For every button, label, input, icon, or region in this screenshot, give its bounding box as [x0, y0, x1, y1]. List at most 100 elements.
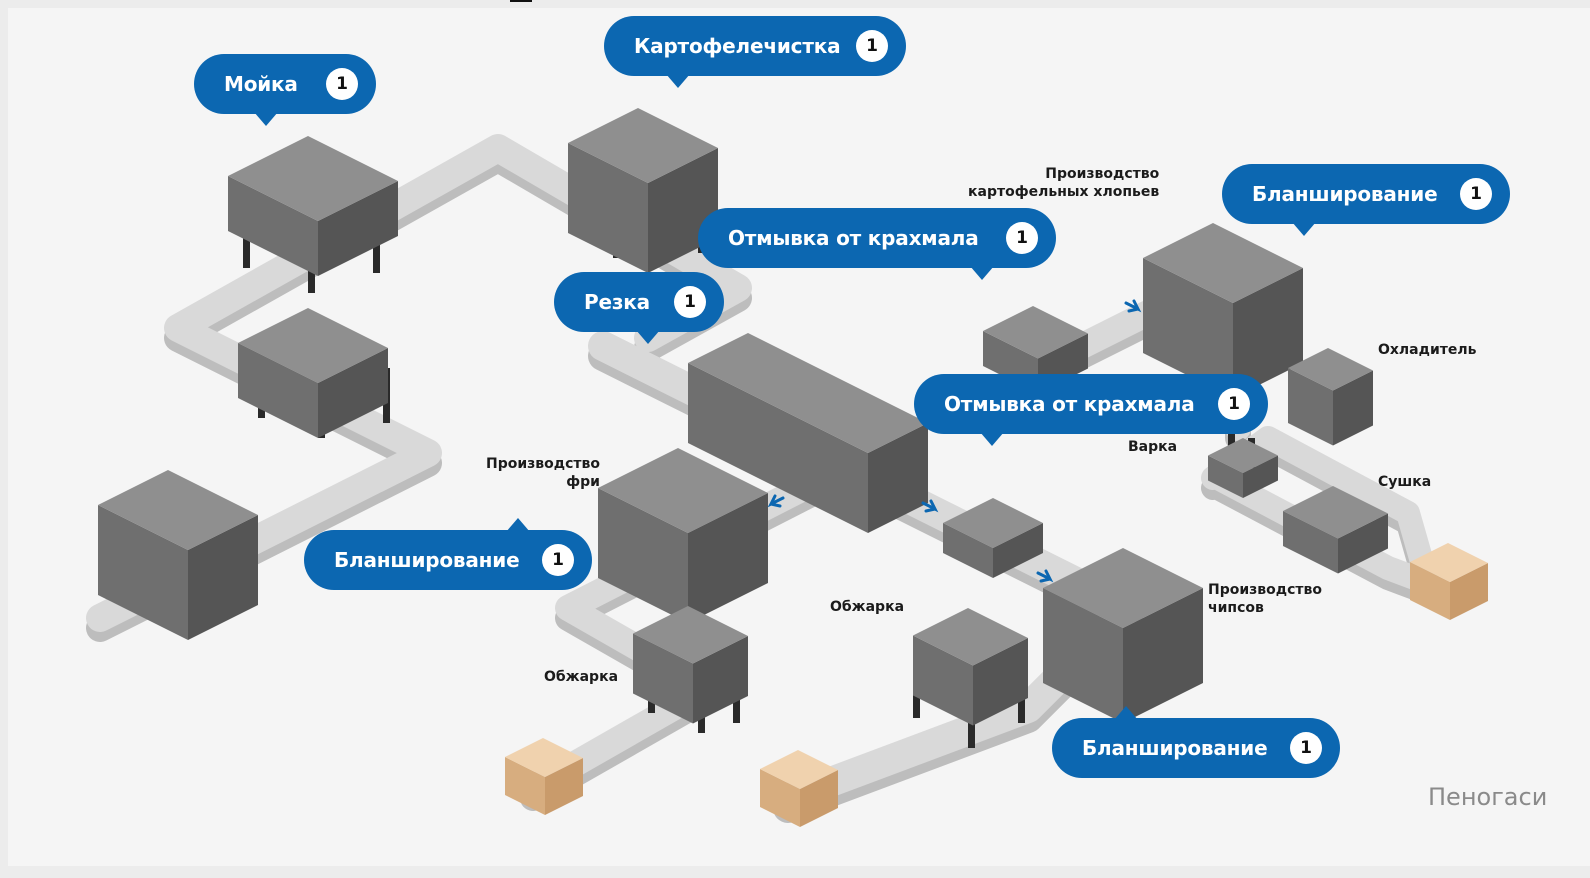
flow-arrow [1036, 569, 1054, 583]
callout-blanching-fries: Бланширование 1 [304, 518, 592, 592]
dryer-machine-top [1283, 486, 1388, 539]
label-flakes-production: Производство картофельных хлопьев [968, 166, 1160, 200]
cooler-machine [1288, 348, 1373, 446]
starch-wash-unit-left [943, 523, 993, 578]
cardboard-box [1410, 543, 1488, 620]
callout-pill: Картофелечистка 1 [604, 16, 906, 76]
chips-machine-top [1043, 548, 1203, 628]
callout-tail [636, 330, 660, 344]
callout-pill: Резка 1 [554, 272, 724, 332]
callout-blanching-flakes: Бланширование 1 [1222, 164, 1510, 238]
callout-badge: 1 [674, 286, 706, 318]
drum-machine-right [318, 348, 388, 438]
callout-text: Бланширование [1252, 182, 1438, 206]
diagram-canvas: Мойка 1 Картофелечистка 1 Отмывка от кра… [8, 8, 1590, 866]
callout-pill: Бланширование 1 [1222, 164, 1510, 224]
fryer-left [633, 606, 748, 724]
chips-machine [1043, 548, 1203, 723]
drum-machine-top [238, 308, 388, 383]
washer-machine-top [228, 136, 398, 221]
cardboard-box-left [1410, 562, 1450, 620]
cardboard-box [505, 738, 583, 815]
callout-text: Бланширование [334, 548, 520, 572]
drum-machine [238, 308, 388, 438]
callout-badge: 1 [326, 68, 358, 100]
fryer-mid-top [913, 608, 1028, 666]
starch-wash-unit [943, 498, 1043, 578]
dryer-machine-left [1283, 511, 1338, 574]
washer-machine-right [318, 181, 398, 276]
callout-tail [1114, 706, 1138, 720]
cutter-machine-top [688, 333, 928, 453]
cutter-machine-left [688, 363, 868, 533]
boiler-machine-left [1208, 455, 1243, 498]
flakes-machine-left [1143, 258, 1233, 398]
cardboard-box-top [760, 750, 838, 789]
cooler-machine-left [1288, 368, 1333, 446]
cardboard-box-top [505, 738, 583, 777]
boiler-machine-right [1243, 455, 1278, 498]
boiler-machine [1208, 438, 1278, 498]
callout-text: Отмывка от крахмала [728, 226, 979, 250]
flakes-machine-right [1233, 268, 1303, 398]
drum-machine-left [238, 343, 318, 438]
label-roasting-left: Обжарка [544, 669, 619, 685]
loader-machine-right [188, 515, 258, 640]
flakes-machine [1143, 223, 1303, 398]
callout-text: Отмывка от крахмала [944, 392, 1195, 416]
callout-starch-wash-top: Отмывка от крахмала 1 [698, 208, 1056, 282]
callout-washing: Мойка 1 [194, 54, 376, 128]
flakes-machine-top [1143, 223, 1303, 303]
dryer-machine-right [1338, 513, 1388, 574]
callout-blanching-chips: Бланширование 1 [1052, 706, 1340, 780]
callout-pill: Отмывка от крахмала 1 [914, 374, 1268, 434]
cooler-machine-top [1288, 348, 1373, 391]
flow-arrow [1124, 299, 1142, 313]
callout-text: Мойка [224, 72, 298, 96]
fryer-left-right [693, 636, 748, 724]
fries-machine [598, 448, 768, 623]
flakes-feeder-top [983, 306, 1088, 359]
cooler-machine-right [1333, 370, 1373, 446]
cardboard-box-left [505, 757, 545, 815]
cutter-machine-right [868, 423, 928, 533]
callout-tail [666, 74, 690, 88]
callout-starch-wash-mid: Отмывка от крахмала 1 [914, 374, 1268, 448]
callout-badge: 1 [1006, 222, 1038, 254]
machine-leg [243, 218, 250, 268]
cardboard-box-left [760, 769, 800, 827]
label-roasting-mid: Обжарка [830, 599, 905, 615]
chips-machine-left [1043, 588, 1123, 723]
callout-text: Резка [584, 290, 650, 314]
fryer-left-top [633, 606, 748, 664]
callout-badge: 1 [856, 30, 888, 62]
callout-tail [980, 432, 1004, 446]
fries-machine-right [688, 493, 768, 623]
callout-text: Бланширование [1082, 736, 1268, 760]
dryer-machine [1283, 486, 1388, 574]
label-drying: Сушка [1378, 474, 1432, 490]
label-fries-production: Производство фри [486, 456, 600, 490]
watermark-text: Пеногаси [1428, 783, 1548, 811]
starch-wash-unit-right [993, 523, 1043, 578]
callout-badge: 1 [542, 544, 574, 576]
flow-arrows [767, 299, 1142, 583]
flow-arrow [921, 499, 939, 513]
peeler-machine-left [568, 143, 648, 273]
fries-machine-top [598, 448, 768, 533]
callout-badge: 1 [1218, 388, 1250, 420]
boiler-machine-top [1208, 438, 1278, 473]
callout-pill: Отмывка от крахмала 1 [698, 208, 1056, 268]
flow-arrow [767, 494, 785, 508]
label-boiling: Варка [1128, 439, 1178, 455]
callout-tail [1292, 222, 1316, 236]
washer-machine [228, 136, 398, 276]
loader-machine-top [98, 470, 258, 550]
callout-tail [970, 266, 994, 280]
callout-pill: Мойка 1 [194, 54, 376, 114]
production-line-illustration [86, 108, 1488, 827]
cardboard-box-top [1410, 543, 1488, 582]
cutter-machine [688, 333, 928, 533]
callout-badge: 1 [1290, 732, 1322, 764]
chips-machine-right [1123, 588, 1203, 723]
